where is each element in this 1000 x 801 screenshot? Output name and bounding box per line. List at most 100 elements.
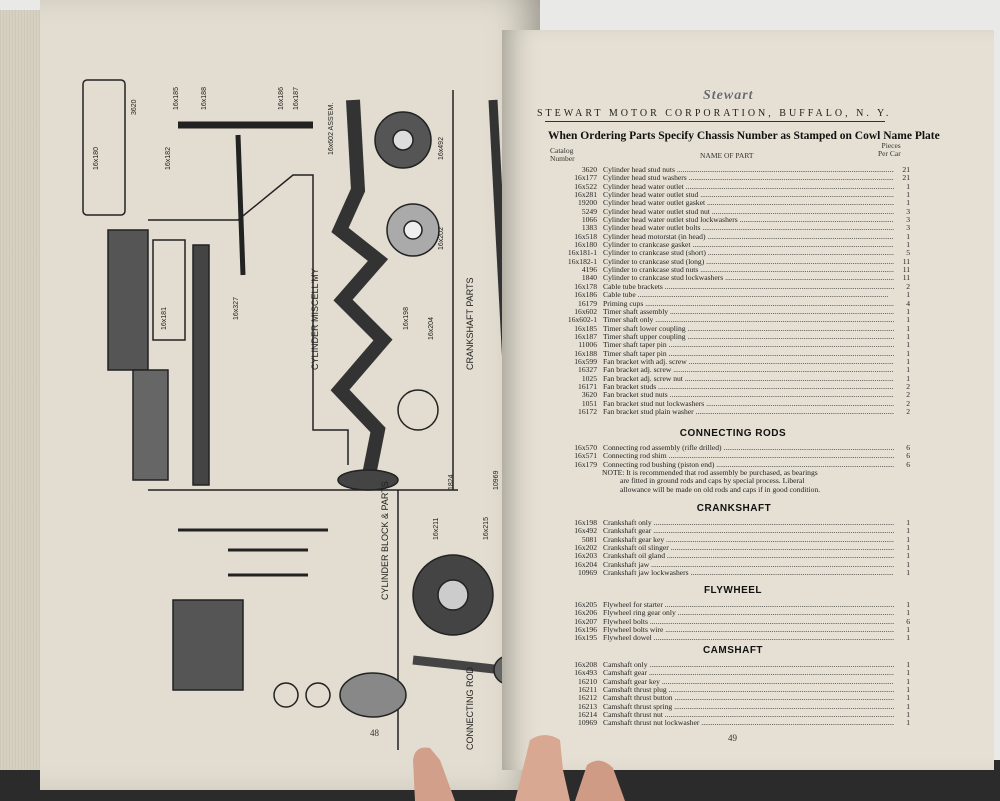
callout: 16x180 [93, 147, 100, 170]
pieces-per-car: 1 [906, 677, 910, 686]
catalog-number: 16x281 [574, 191, 597, 200]
part-name: Connecting rod assembly (rifle drilled) [603, 444, 894, 452]
catalog-number: 5081 [581, 535, 597, 544]
catalog-number: 16212 [578, 694, 597, 703]
pieces-per-car: 1 [906, 307, 910, 316]
right-page-number: 49 [728, 733, 737, 743]
pieces-per-car: 1 [906, 366, 910, 375]
catalog-number: 16x204 [574, 560, 597, 569]
catalog-number: 16214 [578, 711, 597, 720]
catalog-number: 1066 [581, 216, 597, 225]
part-row: 16x182-1 Cylinder to crankcase stud (long… [545, 258, 910, 266]
pieces-per-car: 1 [906, 552, 910, 561]
section-title-crankshaft: CRANKSHAFT [696, 503, 772, 514]
pieces-per-car: 2 [906, 407, 910, 416]
pieces-per-car: 1 [906, 609, 910, 618]
part-name: Timer shaft assembly [603, 308, 894, 316]
part-name: Cylinder to crankcase stud (long) [603, 258, 894, 266]
part-name: Flywheel dowel [603, 634, 894, 642]
part-name: Cylinder head water outlet gasket [603, 199, 894, 207]
pieces-per-car: 1 [906, 519, 910, 527]
catalog-number: 16x205 [574, 601, 597, 609]
part-name: Cylinder head water outlet [603, 183, 894, 191]
catalog-number: 16x182-1 [567, 257, 597, 266]
catalog-number: 16179 [578, 299, 597, 308]
pieces-per-car: 4 [906, 299, 910, 308]
hand [413, 735, 625, 801]
part-name: Cylinder head water outlet bolts [603, 224, 894, 232]
catalog-number: 16x493 [574, 669, 597, 678]
engine-parts-illustration: CYLINDER MISCELL'MY CRANKSHAFT PARTS CYL… [82, 79, 518, 750]
pieces-per-car: 5 [906, 249, 910, 258]
pieces-per-car: 2 [906, 382, 910, 391]
part-name: Cylinder to crankcase stud (short) [603, 249, 894, 257]
section-title-camshaft: CAMSHAFT [702, 645, 764, 656]
part-row: 16x185 Timer shaft lower coupling 1 [545, 325, 910, 333]
part-row: 16327 Fan bracket adj. screw 1 [545, 366, 910, 374]
catalog-number: 16x179 [574, 460, 597, 469]
pieces-per-car: 21 [902, 166, 910, 174]
catalog-number: 16x177 [574, 174, 597, 183]
pieces-per-car: 1 [906, 182, 910, 191]
connecting-rods-list: 16x570 Connecting rod assembly (rifle dri… [545, 444, 910, 469]
catalog-number: 16x570 [574, 444, 597, 452]
part-name-header: NAME OF PART [700, 151, 754, 160]
catalog-number: 16x571 [574, 452, 597, 461]
catalog-number: 16x602 [574, 307, 597, 316]
rule [545, 121, 885, 122]
pieces-per-car: 1 [906, 527, 910, 536]
callout: 16x187 [293, 87, 300, 110]
catalog-number: 1383 [581, 224, 597, 233]
part-name: Flywheel bolts wire [603, 626, 894, 634]
part-name: Crankshaft only [603, 519, 894, 527]
catalog-number: 16x185 [574, 324, 597, 333]
pieces-per-car: 1 [906, 702, 910, 711]
part-name: Fan bracket stud nuts [603, 391, 894, 399]
catalog-number: 3620 [581, 166, 597, 174]
thumb [413, 747, 455, 801]
pieces-per-car: 3 [906, 207, 910, 216]
stewart-logo: Stewart [703, 88, 754, 103]
part-name: Timer shaft lower coupling [603, 325, 894, 333]
part-name: Crankshaft gear [603, 527, 894, 535]
pieces-per-car: 1 [906, 694, 910, 703]
pieces-per-car: 6 [906, 452, 910, 461]
pieces-per-car: 1 [906, 711, 910, 720]
part-name: Cylinder to crankcase stud nuts [603, 266, 894, 274]
part-name: Fan bracket adj. screw [603, 366, 894, 374]
pieces-per-car: 6 [906, 617, 910, 626]
pieces-per-car: 1 [906, 324, 910, 333]
catalog-number: 10969 [578, 569, 597, 578]
callout: 1824 [448, 474, 455, 490]
part-name: Cylinder head motorstat (in head) [603, 233, 894, 241]
part-name: Cylinder head stud nuts [603, 166, 894, 174]
catalog-number: 16x208 [574, 661, 597, 669]
part-name: Cylinder to crankcase stud lockwashers [603, 274, 894, 282]
catalog-number: 16x206 [574, 609, 597, 618]
catalog-number: 10969 [578, 719, 597, 728]
note-line: allowance will be made on old rods and c… [620, 484, 821, 494]
catalog-number: 16327 [578, 366, 597, 375]
part-row: 16214 Camshaft thrust nut 1 [545, 711, 910, 719]
part-name: Cable tube [603, 291, 894, 299]
catalog-number: 5249 [581, 207, 597, 216]
part-name: Camshaft thrust nut [603, 711, 894, 719]
callout: 16x185 [173, 87, 180, 110]
pieces-per-car: 1 [906, 199, 910, 208]
